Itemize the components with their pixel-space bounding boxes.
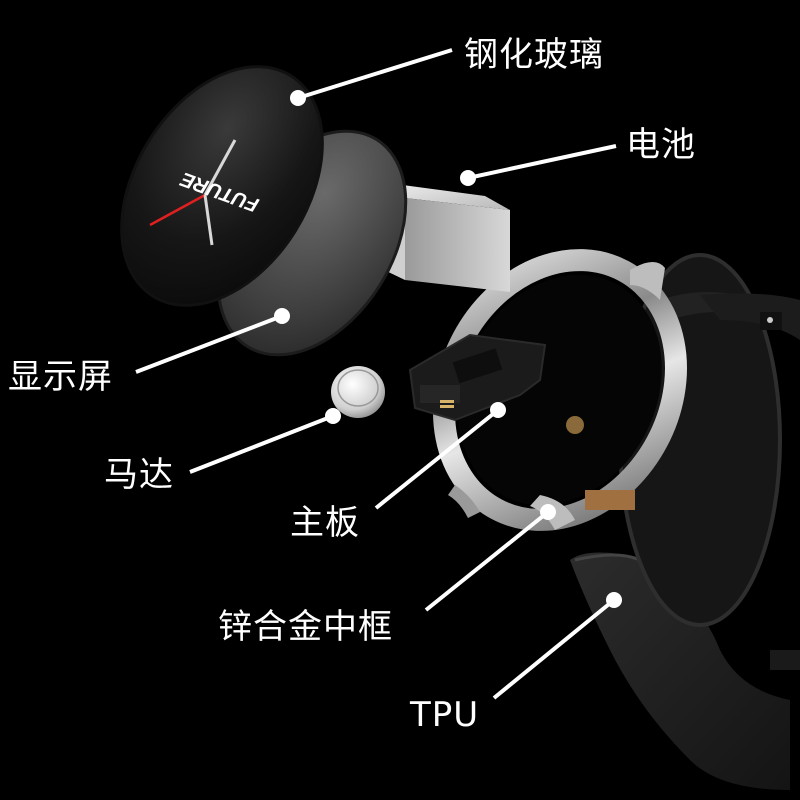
label-battery: 电池	[626, 125, 696, 165]
label-main-board: 主板	[290, 503, 360, 543]
label-tpu: TPU	[410, 695, 480, 735]
label-display: 显示屏	[8, 357, 113, 397]
label-tempered-glass: 钢化玻璃	[464, 35, 604, 75]
second-hand	[149, 193, 206, 227]
back-case	[618, 253, 800, 627]
motor	[331, 366, 385, 418]
label-zinc-alloy-frame: 锌合金中框	[218, 607, 393, 647]
tempered-glass: FUTURE	[120, 65, 324, 307]
label-motor: 马达	[104, 455, 174, 495]
minute-hand	[203, 139, 237, 196]
callouts	[135, 48, 622, 700]
hour-hand	[203, 194, 214, 246]
main-board	[408, 333, 547, 422]
